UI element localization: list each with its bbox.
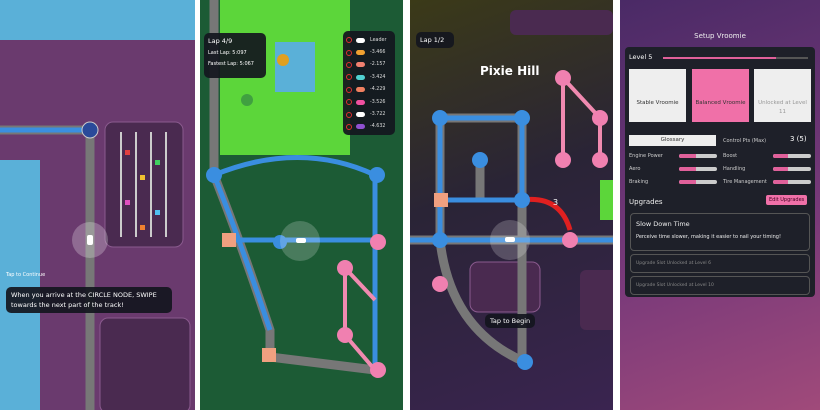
leaderboard-row: -3.722 (346, 108, 392, 120)
stat-bar (679, 180, 717, 184)
control-pts-value: 3 (5) (790, 135, 807, 143)
lap-info: Lap 4/9 Last Lap: 5:097 Fastest Lap: 5:0… (204, 33, 266, 78)
race-start-screen[interactable]: Lap 1/2 Pixie Hill 3 Tap to Begin (410, 0, 613, 410)
setup-screen[interactable]: Setup Vroomie Level 5 Stable Vroomie Bal… (620, 0, 820, 410)
option-label: Unlocked at Level 11 (758, 100, 807, 115)
stat-bar (773, 167, 811, 171)
stat-label: Tire Management (723, 179, 767, 185)
option-label: Stable Vroomie (636, 100, 679, 106)
leaderboard-row: -3.526 (346, 96, 392, 108)
leaderboard-row: -4.632 (346, 121, 392, 133)
setup-card: Level 5 Stable Vroomie Balanced Vroomie … (625, 47, 815, 297)
setup-title: Setup Vroomie (694, 32, 746, 40)
stat-bar (679, 167, 717, 171)
leaderboard-row: -2.157 (346, 59, 392, 71)
tap-to-begin-button[interactable]: Tap to Begin (485, 314, 536, 328)
option-label: Balanced Vroomie (695, 100, 746, 106)
car-icon (356, 37, 365, 43)
gap: -3.722 (370, 112, 386, 118)
car-icon (356, 112, 365, 118)
player-car (87, 235, 93, 245)
stat-label: Engine Power (629, 153, 663, 159)
player-car (296, 238, 306, 243)
leaderboard-row: Leader (346, 34, 392, 46)
race-screen[interactable]: Lap 4/9 Last Lap: 5:097 Fastest Lap: 5:0… (200, 0, 403, 410)
edit-upgrades-button[interactable]: Edit Upgrades (766, 195, 808, 205)
upgrade-slot-locked: Upgrade Slot Unlocked at Level 10 (630, 276, 810, 295)
level-label: Level 5 (629, 53, 653, 61)
car-icon (356, 62, 365, 68)
gap: -3.466 (370, 50, 386, 56)
driver-icon (346, 74, 352, 81)
gap: -2.157 (370, 62, 386, 68)
last-lap: Last Lap: 5:097 (208, 50, 247, 56)
upgrade-desc: Perceive time slower, making it easier t… (636, 234, 781, 240)
gap: Leader (370, 37, 387, 43)
tutorial-screen[interactable]: Tap to Continue When you arrive at the C… (0, 0, 195, 410)
option-balanced[interactable]: Balanced Vroomie (692, 69, 749, 122)
driver-icon (346, 111, 352, 118)
leaderboard-row: -4.229 (346, 84, 392, 96)
upgrade-slot-locked: Upgrade Slot Unlocked at Level 6 (630, 254, 810, 273)
stat-label: Handling (723, 166, 746, 172)
track-map (410, 10, 613, 370)
driver-icon (346, 123, 352, 130)
circle-node (81, 121, 99, 139)
lap-counter: Lap 4/9 (208, 37, 233, 45)
car-icon (356, 87, 365, 93)
upgrades-label: Upgrades (629, 198, 663, 206)
car-icon (356, 124, 365, 130)
stat-bar (773, 154, 811, 158)
driver-icon (346, 86, 352, 93)
stat-label: Braking (629, 179, 649, 185)
track-map (0, 0, 195, 410)
glossary-button[interactable]: Glossary (629, 135, 716, 146)
stat-bar (679, 154, 717, 158)
driver-icon (346, 37, 352, 44)
gap: -4.229 (370, 87, 386, 93)
player-car (505, 237, 515, 242)
stat-bar (773, 180, 811, 184)
track-name: Pixie Hill (480, 64, 540, 78)
countdown: 3 (553, 198, 559, 207)
option-locked: Unlocked at Level 11 (754, 69, 811, 122)
leaderboard: Leader -3.466 -2.157 -3.424 -4.229 -3.526 -3.7… (343, 31, 395, 135)
leaderboard-row: -3.466 (346, 46, 392, 58)
driver-icon (346, 99, 352, 106)
option-stable[interactable]: Stable Vroomie (629, 69, 686, 122)
tap-to-continue[interactable]: Tap to Continue (6, 272, 46, 278)
car-icon (356, 74, 365, 80)
car-icon (356, 50, 365, 56)
fastest-lap: Fastest Lap: 5:067 (208, 61, 254, 67)
lap-counter: Lap 1/2 (416, 32, 454, 48)
upgrade-title: Slow Down Time (636, 220, 690, 228)
driver-icon (346, 49, 352, 56)
gap: -3.526 (370, 99, 386, 105)
upgrade-slow-down-time[interactable]: Slow Down Time Perceive time slower, mak… (630, 213, 810, 251)
control-pts-label: Control Pts (Max) (723, 138, 767, 144)
leaderboard-row: -3.424 (346, 71, 392, 83)
gap: -3.424 (370, 74, 386, 80)
tutorial-tooltip: When you arrive at the CIRCLE NODE, SWIP… (6, 287, 172, 313)
gap: -4.632 (370, 124, 386, 130)
stat-label: Aero (629, 166, 641, 172)
level-progress (663, 57, 808, 59)
car-icon (356, 99, 365, 105)
stat-label: Boost (723, 153, 738, 159)
driver-icon (346, 61, 352, 68)
